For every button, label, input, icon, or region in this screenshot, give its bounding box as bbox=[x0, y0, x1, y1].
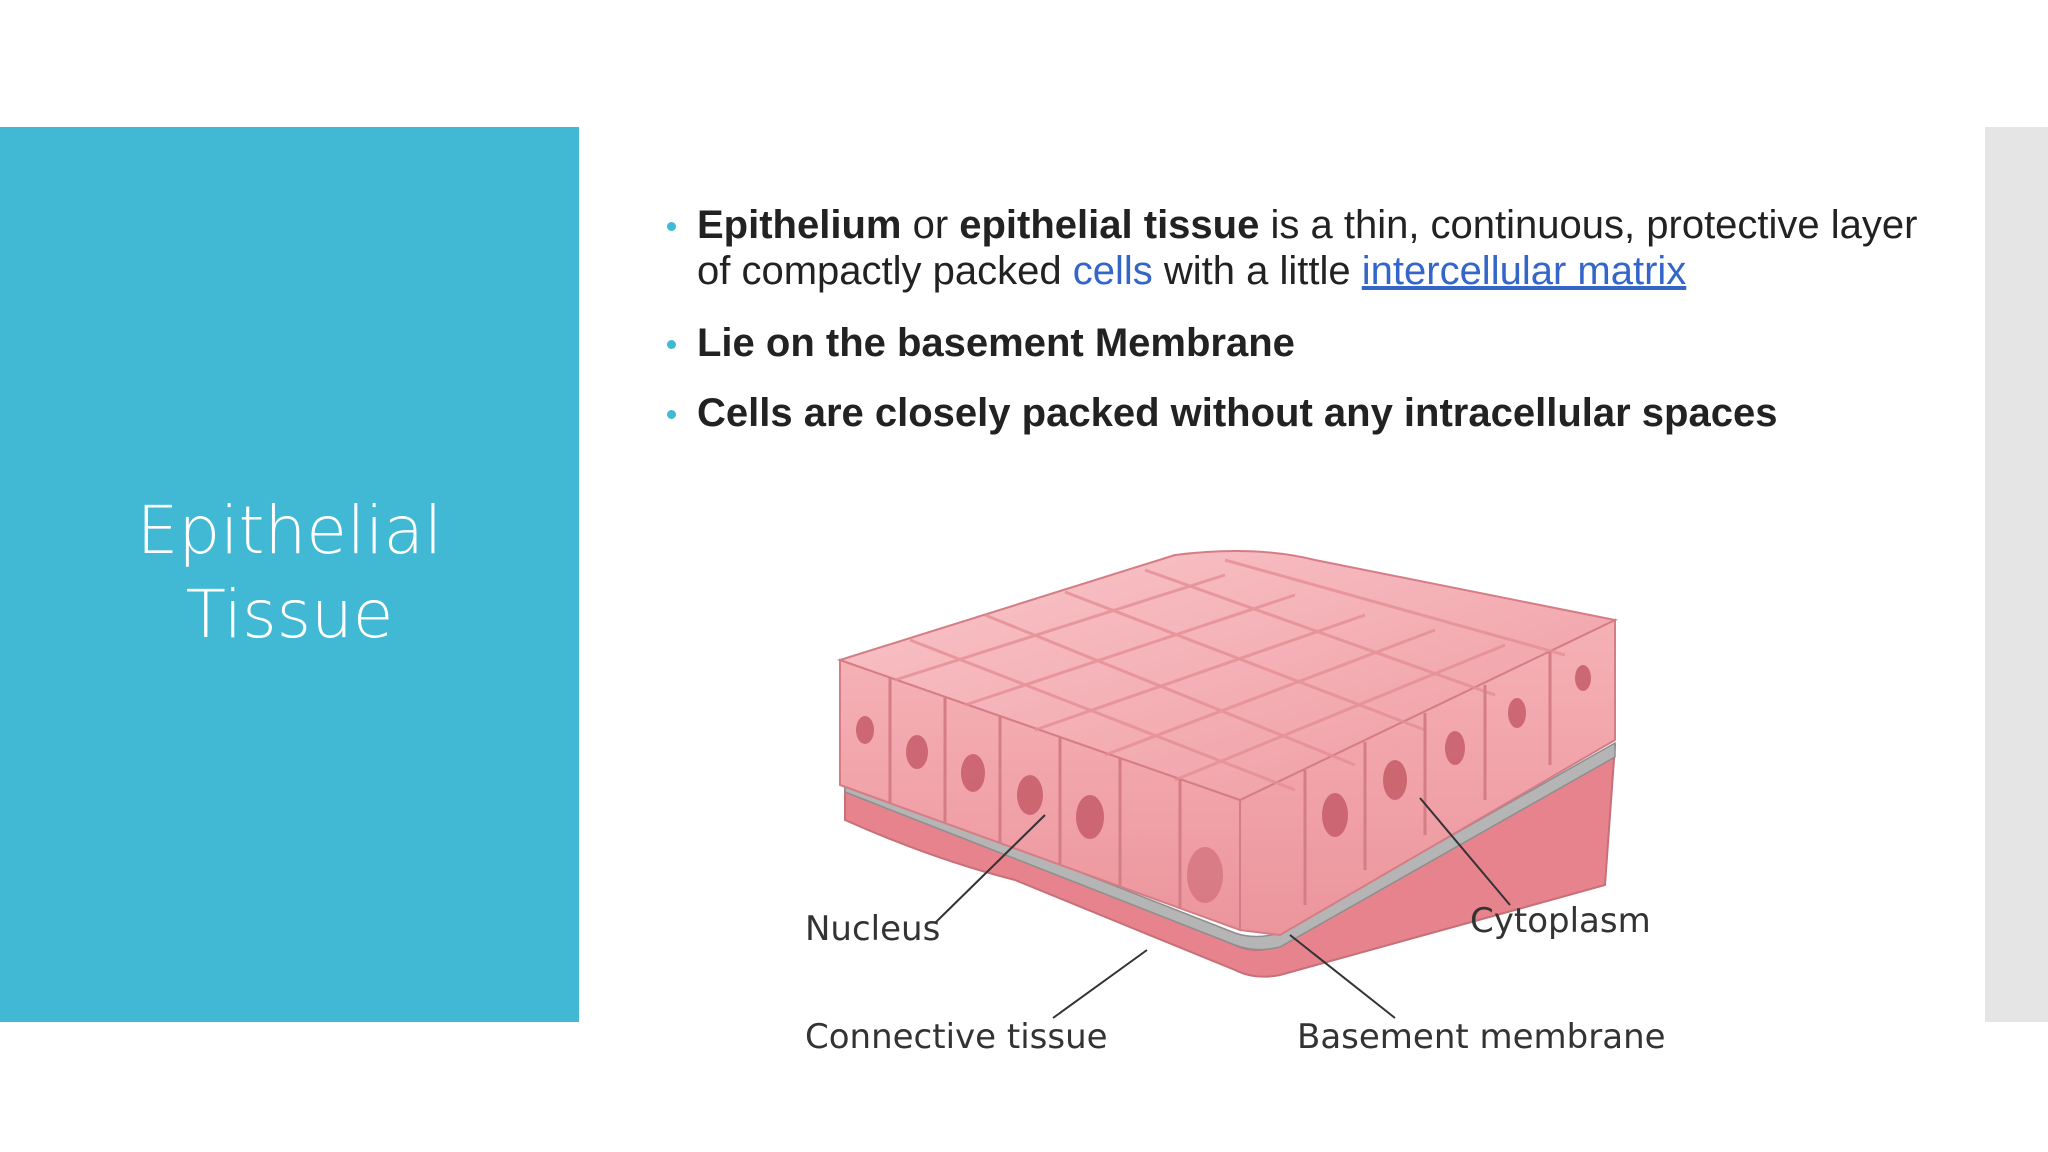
bullet-text: is a thin, continuous, protective layer … bbox=[697, 203, 1918, 293]
title-panel bbox=[0, 127, 579, 1022]
term-epithelial-tissue: epithelial tissue bbox=[959, 203, 1260, 247]
slide-title-line1: Epithelial bbox=[136, 492, 443, 569]
label-basement-membrane: Basement membrane bbox=[1297, 1017, 1666, 1057]
bullet-text: with a little bbox=[1152, 249, 1362, 293]
bullet-dot bbox=[667, 340, 676, 349]
bullet-text: or bbox=[901, 203, 960, 247]
top-cell-outlines bbox=[894, 558, 1566, 792]
bullet-closely-packed: Cells are closely packed without any int… bbox=[660, 390, 1960, 436]
bullet-list: Epithelium or epithelial tissue is a thi… bbox=[660, 202, 1960, 436]
slide-title-line2: Tissue bbox=[185, 576, 394, 653]
bullet-text: Cells are closely packed without any int… bbox=[697, 391, 1778, 435]
term-epithelium: Epithelium bbox=[697, 203, 902, 247]
bullet-basement-membrane: Lie on the basement Membrane bbox=[660, 320, 1960, 366]
label-nucleus: Nucleus bbox=[805, 909, 940, 949]
nuclei bbox=[856, 665, 1591, 903]
intercellular-matrix-link[interactable]: intercellular matrix bbox=[1361, 249, 1687, 293]
bullet-dot bbox=[667, 222, 676, 231]
cells-link[interactable]: cells bbox=[1072, 249, 1153, 293]
bullet-definition: Epithelium or epithelial tissue is a thi… bbox=[660, 202, 1960, 294]
basement-membrane-layer bbox=[844, 741, 1616, 951]
label-connective-tissue: Connective tissue bbox=[805, 1017, 1108, 1057]
right-strip bbox=[1985, 127, 2048, 1022]
leader-lines bbox=[934, 797, 1511, 1019]
epithelium-diagram: Nucleus Cytoplasm Connective tissue Base… bbox=[805, 550, 1666, 1057]
front-cell-dividers bbox=[888, 652, 1552, 909]
label-cytoplasm: Cytoplasm bbox=[1470, 901, 1651, 941]
slide-title: Epithelial Tissue bbox=[0, 489, 579, 657]
bullet-text: Lie on the basement Membrane bbox=[697, 321, 1295, 365]
bullet-dot bbox=[667, 410, 676, 419]
top-face bbox=[836, 550, 1619, 802]
